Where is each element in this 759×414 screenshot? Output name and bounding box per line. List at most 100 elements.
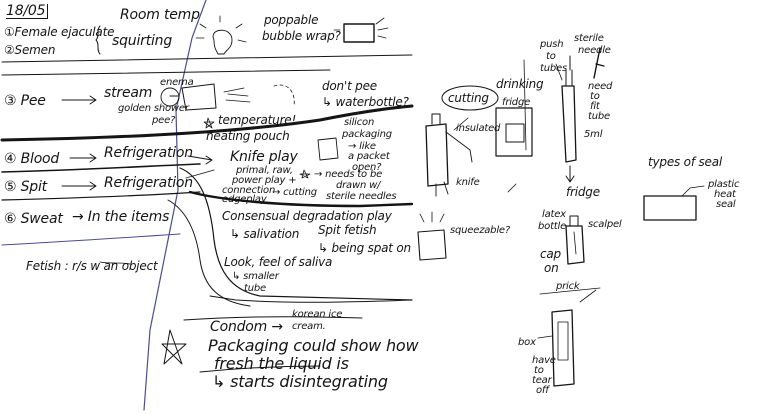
prick-label: prick	[556, 281, 580, 292]
river-curve-2	[167, 199, 251, 307]
prick-pointer	[579, 289, 597, 303]
pee-label: ③ Pee	[4, 93, 46, 109]
fetish-label: Fetish : r/s w an object	[26, 259, 158, 273]
rule-line-10	[199, 365, 321, 373]
scalpel-label: scalpel	[588, 219, 622, 230]
cutting-oval	[441, 85, 499, 111]
river-curve-1	[179, 167, 413, 301]
squeezable-pouch	[417, 229, 447, 261]
rule-line-8	[209, 295, 413, 303]
silicon-line-2: packaging	[342, 129, 392, 140]
bubble-wrap-label: bubble wrap?	[262, 29, 341, 43]
fetish-arrow	[99, 261, 131, 265]
arrow-insulated	[453, 117, 469, 131]
starts-label: ↳ starts disintegrating	[212, 372, 388, 391]
right-divider-vert	[523, 59, 527, 151]
seal-label: seal	[716, 199, 736, 210]
rule-line-2	[1, 69, 331, 76]
dont-pee-label: don't pee	[322, 79, 377, 93]
waterbottle-label: ↳ waterbottle?	[322, 95, 409, 109]
squeezable-label: squeezable?	[450, 225, 510, 236]
being-spat-label: ↳ being spat on	[318, 241, 411, 255]
refrigeration-label-1: Refrigeration	[104, 145, 193, 161]
spray-lines	[223, 87, 251, 103]
prick-divider	[539, 287, 601, 295]
silicon-line-4: a packet	[348, 151, 390, 162]
fridge-label-1: fridge	[502, 97, 531, 108]
to-fit-label: to	[590, 91, 600, 102]
korean-ice-2: cream.	[292, 321, 326, 332]
knife-sub-1: primal, raw,	[236, 165, 293, 176]
enema-bottle	[169, 83, 217, 111]
arrow-cross	[185, 169, 215, 179]
blood-label: ④ Blood	[4, 151, 60, 167]
bubble-wrap-sketch	[333, 17, 389, 43]
tear-label: tear	[532, 375, 552, 386]
lightbulb-sketch	[195, 15, 247, 55]
page-divider-line	[143, 0, 207, 411]
rule-line-7	[1, 233, 181, 246]
have-label: have	[532, 355, 556, 366]
knife-container-sketch	[425, 113, 473, 197]
silicon-line-1: silicon	[344, 117, 375, 128]
knife-sub-5: → cutting	[272, 187, 317, 198]
squirting-label: squirting	[112, 33, 173, 49]
arrow-blood-knife	[187, 155, 213, 165]
knife-sub-3: connection	[222, 185, 276, 196]
needs-drawn-1: → needs to be	[314, 169, 383, 180]
in-items-label: → In the items	[72, 209, 170, 225]
latex-label: latex	[542, 209, 566, 220]
seal-pointer	[681, 185, 705, 197]
sterile-label: sterile	[574, 33, 604, 44]
silicon-line-5: open?	[352, 162, 382, 173]
arrow-pee	[61, 95, 97, 105]
latex-bottle-sketch	[565, 215, 585, 265]
squeeze-lines	[419, 211, 445, 223]
rule-line-9	[183, 316, 363, 321]
korean-ice-1: korean ice	[292, 309, 343, 320]
needs-drawn-2: drawn w/	[336, 180, 381, 191]
box-label: box	[518, 337, 536, 348]
condom-label: Condom →	[210, 319, 283, 335]
packaging-line-1: Packaging could show how	[208, 336, 419, 355]
bottle-label: bottle	[538, 221, 567, 232]
insulated-label: insulated	[456, 123, 501, 134]
plastic-label: plastic	[708, 179, 740, 190]
cutting-label: cutting	[448, 91, 489, 105]
knife-play-label: Knife play	[230, 149, 298, 165]
spit-fetish-label: Spit fetish	[318, 223, 377, 237]
consensual-label: Consensual degradation play	[222, 209, 392, 223]
rule-line-6	[188, 190, 414, 208]
room-temp-label: Room temp	[120, 7, 200, 23]
sweat-label: ⑥ Sweat	[4, 211, 63, 227]
golden-shower-label: golden shower	[118, 103, 189, 114]
silicon-pack-sketch	[317, 137, 339, 161]
dashed-arc	[273, 84, 295, 107]
stream-label: stream	[104, 85, 153, 101]
rule-line-5	[1, 191, 201, 201]
box-pointer	[537, 335, 553, 339]
list-item-semen: ②Semen	[4, 43, 56, 57]
heat-label: heat	[714, 189, 736, 200]
have-to-label: to	[534, 365, 544, 376]
smaller-tube-2: tube	[244, 283, 266, 294]
cap-label: cap	[540, 247, 561, 261]
drinking-label: drinking	[496, 77, 544, 91]
rule-line-3	[0, 104, 414, 142]
arrow-down-fridge	[565, 165, 575, 183]
seal-rectangle	[643, 195, 697, 221]
needle-label: needle	[578, 45, 611, 56]
tube-needle-sketch	[555, 47, 605, 163]
temperature-label: temperature!	[218, 113, 297, 127]
tear-box-sketch	[551, 309, 575, 387]
types-of-seal-label: types of seal	[648, 155, 722, 169]
curly-bracket	[95, 25, 101, 55]
pee-circle	[160, 87, 180, 107]
tubes-label: tubes	[540, 63, 567, 74]
look-feel-label: Look, feel of saliva	[224, 255, 333, 269]
big-star-doodle	[161, 329, 187, 365]
off-label: off	[536, 385, 549, 396]
refrigeration-label-2: Refrigeration	[104, 175, 193, 191]
spit-label: ⑤ Spit	[4, 179, 47, 195]
knife-sub-4: edgeplay	[222, 194, 267, 205]
